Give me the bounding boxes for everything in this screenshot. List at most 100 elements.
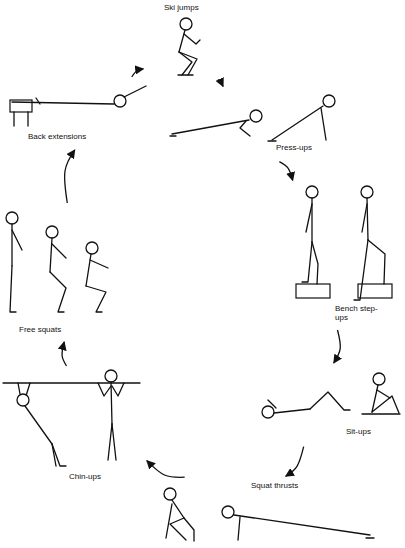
figure-stroke	[368, 240, 385, 284]
exercise-station: Sit-ups	[255, 365, 403, 445]
flow-arrow	[65, 150, 75, 203]
bench-step-up-figure	[296, 186, 392, 300]
figure-stroke	[52, 444, 66, 466]
figure-stroke	[268, 400, 276, 408]
figure-stroke	[184, 34, 200, 44]
figure-stroke	[98, 383, 111, 396]
figure-stroke	[372, 396, 399, 413]
exercise-station: Free squats	[0, 205, 115, 340]
chin-up-figure	[3, 370, 140, 466]
figure-head	[46, 226, 58, 238]
exercise-station: Bench step-ups	[290, 182, 402, 328]
figure-stroke	[10, 266, 16, 312]
figure-stroke	[108, 424, 112, 460]
figure-stroke	[170, 518, 186, 540]
figure-stroke	[25, 406, 52, 444]
figure-stroke	[52, 444, 56, 466]
figure-stroke	[238, 517, 240, 540]
figure-stroke	[321, 108, 326, 140]
bench-block	[358, 284, 392, 298]
flow-arrow	[279, 162, 292, 181]
figure-stroke	[170, 135, 176, 136]
figure-head	[222, 506, 234, 518]
figure-stroke	[124, 86, 146, 97]
exercise-label: Chin-ups	[68, 472, 102, 481]
figure-head	[180, 18, 192, 30]
exercise-station: Back extensions	[5, 78, 155, 148]
figure-head	[306, 186, 318, 198]
exercise-station: Chin-ups	[0, 368, 145, 488]
figure-stroke	[354, 240, 368, 300]
squat-thrust-figure	[164, 488, 374, 541]
figure-head	[361, 186, 373, 198]
exercise-label: Squat thrusts	[250, 481, 299, 490]
figure-head	[86, 242, 98, 254]
figure-stroke	[26, 383, 30, 396]
figure-stroke	[36, 98, 40, 104]
flow-arrow	[286, 447, 304, 477]
figure-stroke	[13, 112, 14, 126]
exercise-label: Ski jumps	[163, 3, 200, 12]
figure-stroke	[50, 272, 66, 312]
figure-stroke	[306, 204, 312, 232]
figure-stroke	[27, 112, 28, 126]
figure-stroke	[3, 382, 140, 383]
exercise-station: Press-ups	[165, 88, 340, 160]
figure-stroke	[366, 537, 374, 538]
figure-stroke	[302, 242, 312, 282]
back-extension-figure	[10, 86, 146, 126]
figure-stroke	[172, 500, 184, 518]
figure-stroke	[362, 413, 400, 414]
press-up-figure	[170, 95, 335, 141]
figure-head	[323, 95, 335, 107]
figure-stroke	[12, 102, 114, 104]
figure-stroke	[312, 242, 318, 284]
figure-stroke	[12, 230, 22, 250]
figure-stroke	[50, 238, 52, 272]
figure-head	[262, 406, 274, 418]
figure-head	[250, 110, 262, 122]
figure-stroke	[52, 244, 66, 258]
flow-arrow	[218, 80, 223, 87]
figure-stroke	[179, 52, 192, 75]
figure-stroke	[272, 106, 323, 140]
ski-jump-figure	[178, 18, 200, 75]
flow-arrow	[62, 342, 67, 366]
figure-stroke	[377, 390, 390, 398]
figure-head	[373, 373, 385, 385]
exercise-label: Free squats	[18, 325, 62, 334]
figure-stroke	[234, 515, 370, 535]
figure-stroke	[172, 120, 249, 134]
exercise-label: Bench step-ups	[334, 304, 386, 322]
figure-stroke	[112, 383, 124, 396]
figure-stroke	[179, 30, 185, 52]
figure-stroke	[310, 392, 350, 410]
figure-head	[105, 370, 117, 382]
figure-stroke	[179, 52, 197, 75]
sit-up-figure	[262, 373, 400, 418]
figure-stroke	[268, 140, 276, 141]
free-squat-figure	[6, 212, 108, 312]
flow-arrow	[132, 69, 144, 77]
exercise-station: Squat thrusts	[150, 478, 378, 546]
exercise-label: Sit-ups	[345, 427, 372, 436]
flow-arrow	[334, 330, 341, 363]
figure-stroke	[166, 504, 172, 538]
figure-stroke	[184, 518, 194, 541]
exercise-label: Back extensions	[27, 132, 87, 141]
flow-arrow	[147, 461, 185, 478]
figure-stroke	[18, 383, 20, 394]
figure-stroke	[274, 409, 310, 413]
figure-stroke	[362, 204, 367, 232]
figure-stroke	[111, 382, 112, 424]
exercise-label: Press-ups	[275, 143, 313, 152]
figure-stroke	[112, 424, 116, 460]
figure-stroke	[178, 74, 193, 75]
figure-head	[6, 212, 18, 224]
figure-stroke	[86, 286, 106, 312]
bench-block	[296, 284, 330, 298]
figure-head	[164, 488, 176, 500]
